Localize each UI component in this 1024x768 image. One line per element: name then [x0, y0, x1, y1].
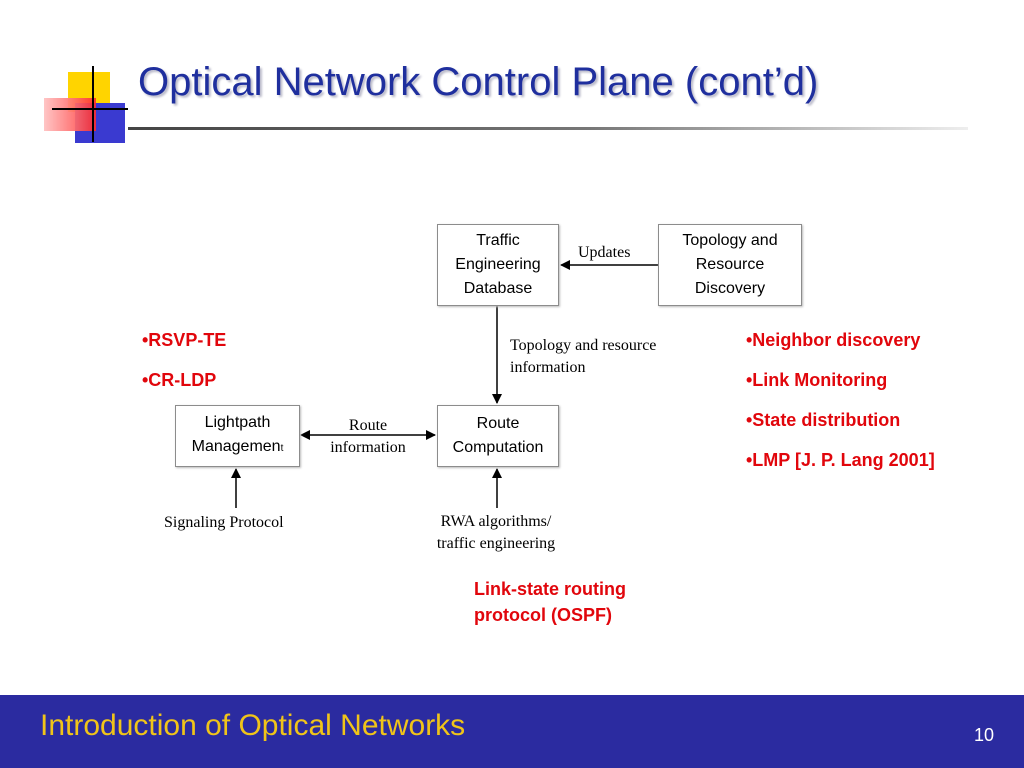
- bullet-cr-ldp: •CR-LDP: [142, 370, 217, 390]
- bullet-rsvp-te: •RSVP-TE: [142, 330, 227, 350]
- ted-line-1: Traffic: [476, 232, 520, 249]
- bullet-lmp: •LMP [J. P. Lang 2001]: [746, 450, 935, 470]
- topology-resource-discovery-box: Topology and Resource Discovery: [658, 224, 802, 306]
- slide-logo: [44, 66, 128, 143]
- rwa-line-1: RWA algorithms/: [440, 513, 552, 530]
- route-info-line-1: Route: [348, 417, 388, 434]
- topo-info-line-1: Topology and resource: [510, 337, 657, 354]
- topo-info-line-2: information: [510, 359, 586, 376]
- page-number: 10: [973, 725, 994, 745]
- route-information-label: Route information: [318, 415, 418, 459]
- lm-line-2: Management: [192, 435, 284, 461]
- rc-line-1: Route: [476, 415, 520, 432]
- link-state-note: Link-state routing protocol (OSPF): [474, 576, 626, 628]
- slide-footer: Introduction of Optical Networks 10: [0, 695, 1024, 768]
- rwa-label: RWA algorithms/ traffic engineering: [418, 511, 574, 555]
- route-computation-box: Route Computation: [437, 405, 559, 467]
- traffic-engineering-database-box: Traffic Engineering Database: [437, 224, 559, 306]
- link-state-note-line-1: Link-state routing: [474, 579, 626, 599]
- ted-line-2: Engineering: [455, 256, 541, 273]
- title-underline: [128, 127, 968, 130]
- bullet-link-monitoring: •Link Monitoring: [746, 370, 888, 390]
- trd-line-3: Discovery: [694, 280, 766, 297]
- footer-title: Introduction of Optical Networks: [40, 709, 466, 742]
- trd-line-1: Topology and: [682, 232, 778, 249]
- updates-label: Updates: [578, 244, 631, 261]
- slide-title: Optical Network Control Plane (cont’d): [138, 60, 819, 104]
- rwa-line-2: traffic engineering: [436, 535, 556, 552]
- rc-line-2: Computation: [452, 439, 544, 456]
- ted-line-3: Database: [463, 280, 533, 297]
- lm-line-2-main: Managemen: [191, 438, 281, 455]
- route-info-line-2: information: [330, 439, 406, 456]
- lightpath-management-box: Lightpath Management: [175, 405, 300, 467]
- signaling-protocol-label: Signaling Protocol: [164, 514, 284, 531]
- lm-line-2-sub: t: [280, 443, 284, 454]
- link-state-note-line-2: protocol (OSPF): [474, 605, 612, 625]
- right-bullet-list: •Neighbor discovery •Link Monitoring •St…: [746, 328, 935, 488]
- trd-line-2: Resource: [695, 256, 765, 273]
- bullet-neighbor-discovery: •Neighbor discovery: [746, 330, 921, 350]
- left-bullet-list: •RSVP-TE •CR-LDP: [142, 328, 226, 408]
- topology-info-label: Topology and resource information: [510, 335, 656, 379]
- lm-line-1: Lightpath: [204, 414, 271, 431]
- bullet-state-distribution: •State distribution: [746, 410, 901, 430]
